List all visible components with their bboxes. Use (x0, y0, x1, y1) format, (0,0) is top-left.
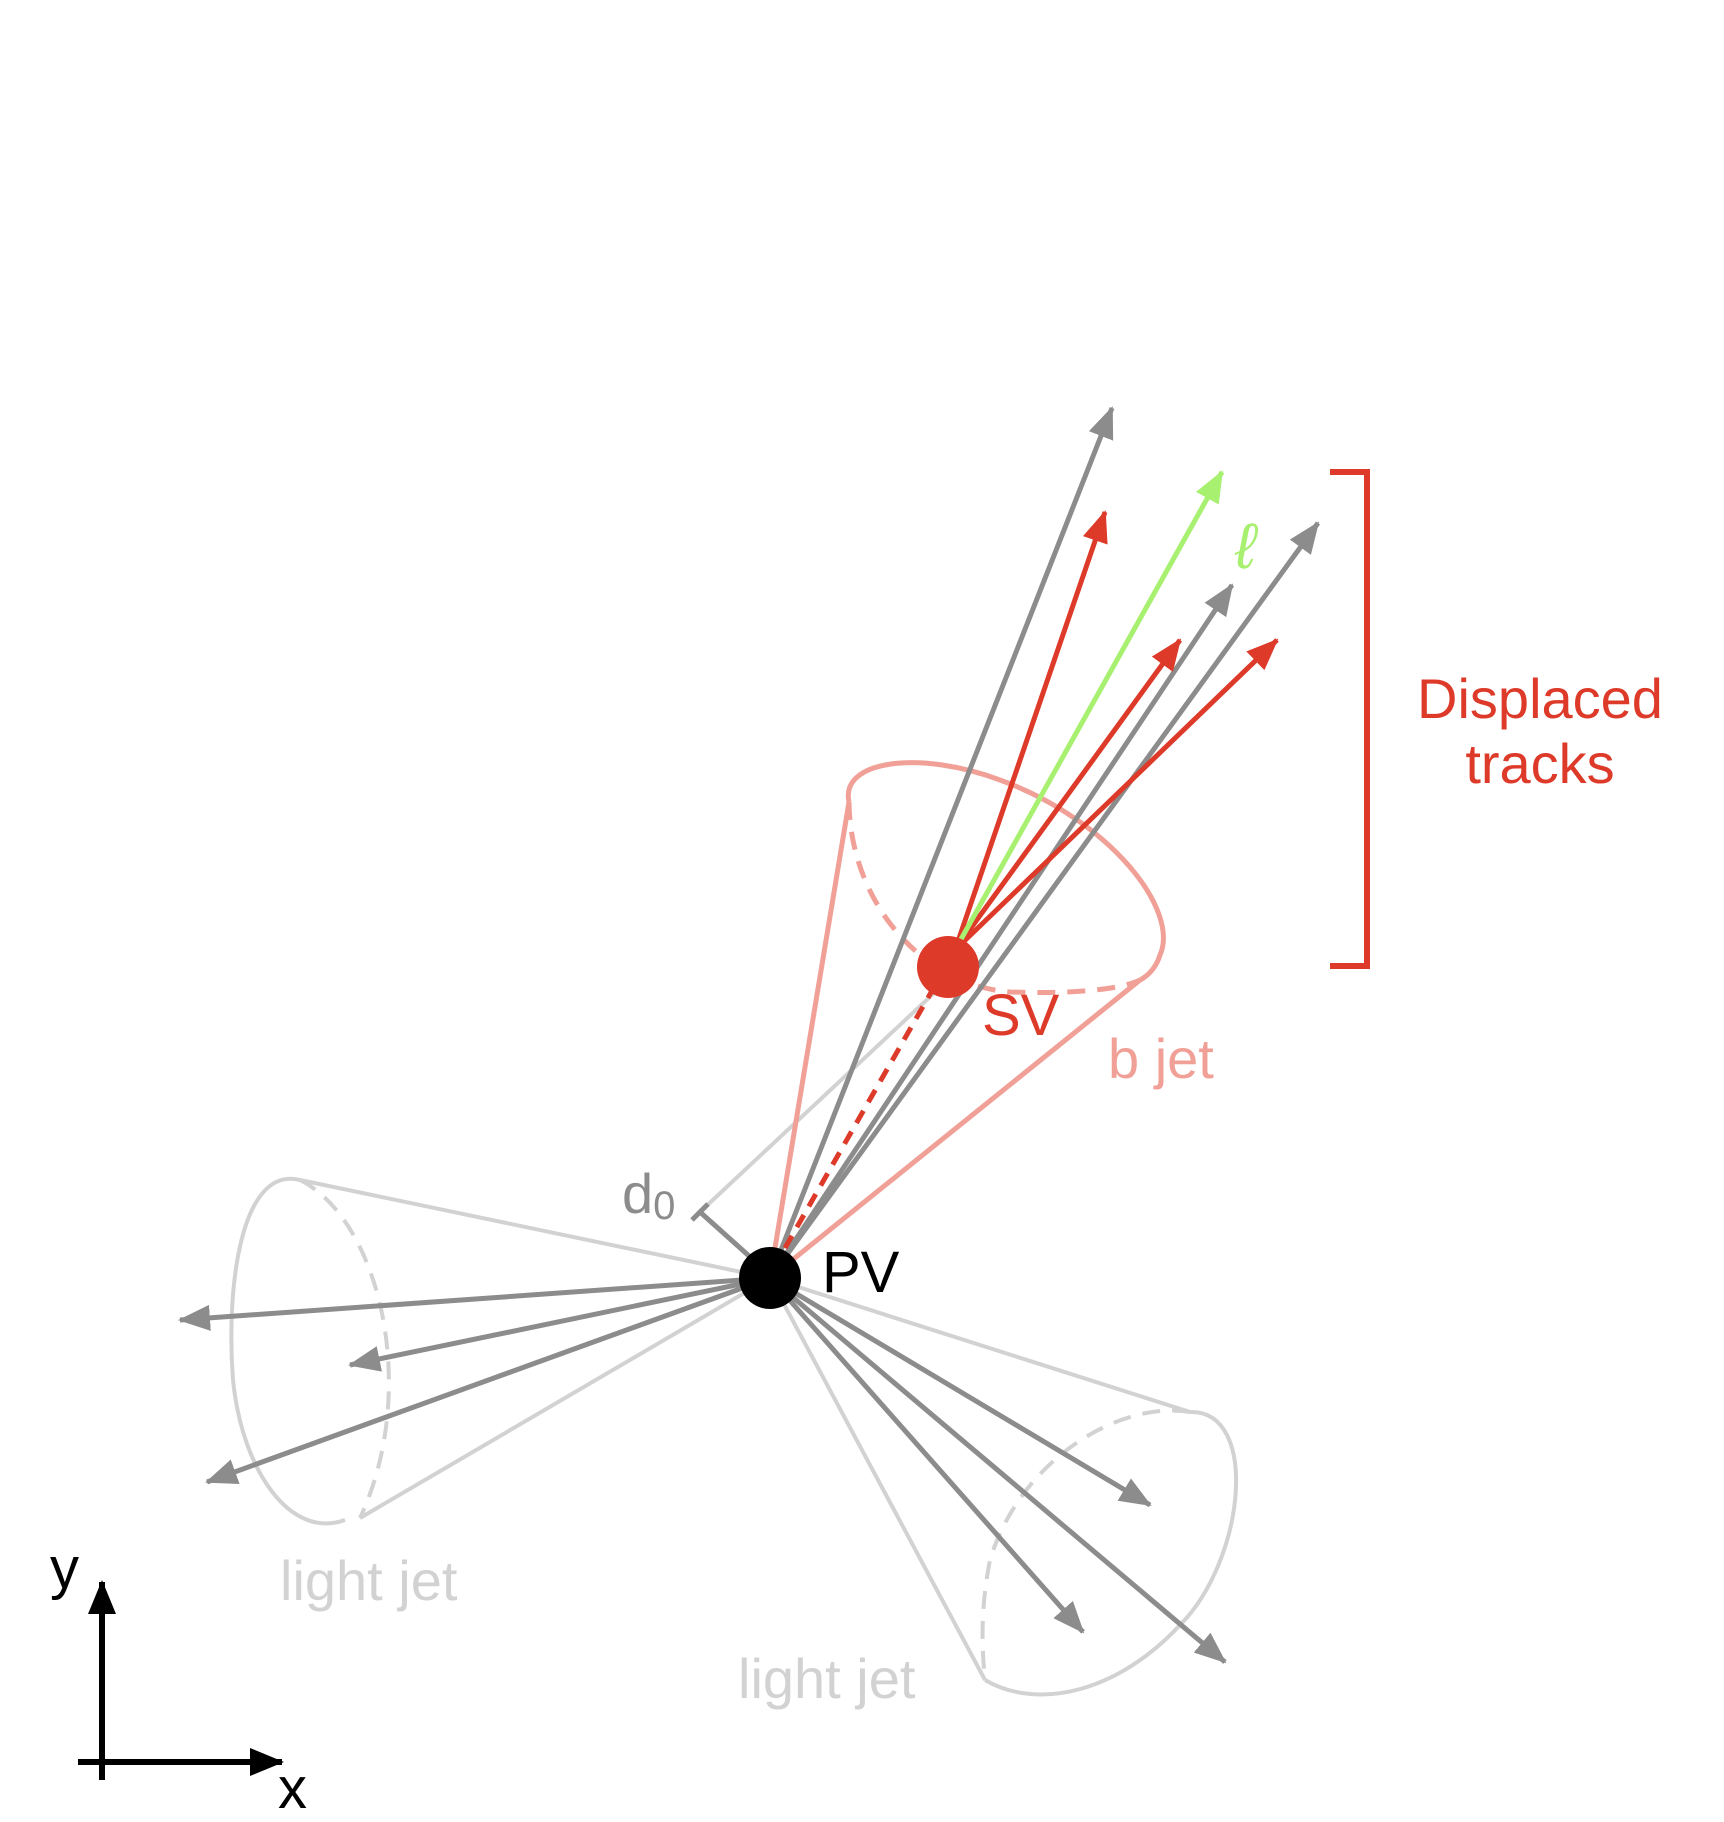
displaced-tracks-label-line2: tracks (1465, 732, 1614, 795)
light-jet-left-outline (229, 1176, 346, 1526)
light-jet-cone-left (229, 1176, 772, 1526)
displaced-tracks-label-line1: Displaced (1417, 667, 1663, 730)
light-jet-left-edge-top (299, 1178, 771, 1280)
light-jet-left-hidden-rim (299, 1178, 391, 1519)
primary-vertex (739, 1247, 801, 1309)
lepton-track (952, 470, 1225, 952)
y-axis-label: y (50, 1536, 79, 1601)
d0-label-subscript: 0 (653, 1184, 675, 1228)
xy-axes (78, 1580, 284, 1780)
light-jet-label-right: light jet (738, 1647, 916, 1710)
prompt-track-2 (767, 583, 1235, 1280)
d0-distance-line (698, 1210, 760, 1266)
displaced-track-2 (952, 638, 1183, 952)
light-jet-right-edge-bottom (768, 1277, 987, 1681)
light-jet-label-left: light jet (280, 1549, 458, 1612)
track-left-1 (178, 1275, 771, 1331)
track-left-3 (205, 1275, 771, 1485)
displaced-tracks-bracket (1330, 469, 1370, 969)
prompt-track-3 (767, 521, 1321, 1280)
light-jet-tracks (178, 1275, 1227, 1664)
d0-end-tick (690, 1202, 710, 1222)
sv-label: SV (982, 983, 1060, 1048)
light-jet-right-edge-top (769, 1276, 1191, 1414)
prompt-tracks (767, 406, 1321, 1280)
b-jet-edge-right (768, 978, 1142, 1280)
x-axis-label: x (278, 1756, 307, 1821)
light-jet-left-edge-bottom (358, 1276, 772, 1520)
b-jet-edge-left (767, 801, 852, 1279)
track-left-2 (348, 1275, 771, 1372)
d0-label-main: d (622, 1162, 653, 1225)
b-jet-label: b jet (1108, 1027, 1214, 1090)
lepton-label: ℓ (1234, 510, 1258, 582)
displaced-track-3 (953, 638, 1279, 952)
displaced-track-1 (952, 510, 1108, 951)
track-right-1 (768, 1275, 1152, 1508)
track-right-2 (768, 1276, 1085, 1634)
displaced-tracks (952, 510, 1279, 952)
prompt-track-1 (767, 406, 1115, 1279)
light-jet-right-outline (983, 1409, 1239, 1697)
d0-impact-parameter (690, 978, 950, 1266)
track-right-3 (768, 1276, 1227, 1664)
sv-flight-path (782, 966, 948, 1250)
light-jet-cone-right (768, 1276, 1239, 1697)
secondary-vertex (917, 936, 979, 998)
d0-label: d0 (622, 1162, 675, 1228)
d0-extrapolated-track (698, 978, 950, 1214)
pv-label: PV (822, 1240, 900, 1305)
